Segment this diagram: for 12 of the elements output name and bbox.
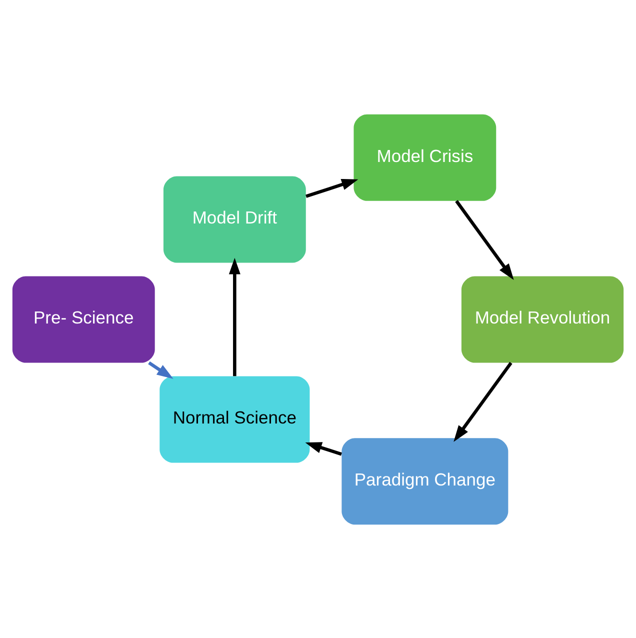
arrow bbox=[148, 360, 174, 378]
node-box: Model Drift bbox=[163, 176, 306, 262]
arrow bbox=[228, 257, 240, 376]
node-box: Model Revolution bbox=[461, 276, 624, 362]
node-box: Model Crisis bbox=[354, 114, 496, 200]
node-box: Paradigm Change bbox=[342, 438, 508, 524]
arrow bbox=[306, 178, 358, 198]
arrow bbox=[305, 442, 342, 456]
node-box: Pre- Science bbox=[12, 276, 155, 362]
node-box: Normal Science bbox=[160, 376, 310, 462]
arrow bbox=[455, 200, 514, 280]
arrow bbox=[454, 361, 512, 442]
